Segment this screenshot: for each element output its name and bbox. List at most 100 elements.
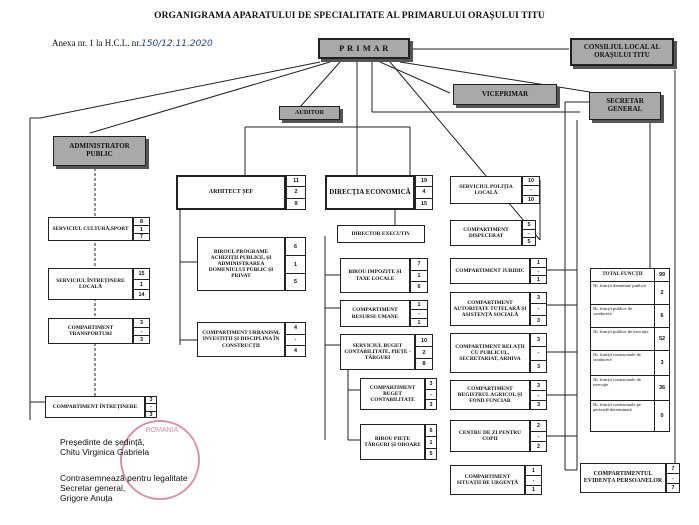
- unit-box: COMPARTIMENT JURIDIC: [450, 258, 530, 284]
- unit-counts: 2 - 2: [530, 420, 547, 452]
- unit-box: BIROU IMPOZITE ȘI TAXE LOCALE: [340, 258, 410, 293]
- count-conducere: -: [526, 476, 541, 486]
- count-total: 2: [531, 421, 546, 432]
- count-conducere: -: [426, 390, 436, 400]
- count-total: 6: [426, 425, 436, 437]
- unit-counts: 7 1 6: [410, 258, 428, 293]
- count-total: 3: [426, 379, 436, 390]
- unit-box: SERVICIUL ÎNTREȚINERE LOCALĂ: [48, 268, 133, 300]
- count-conducere: -: [531, 391, 546, 401]
- totals-row-label: Nr. funcții demnitate publică: [591, 281, 655, 304]
- totals-header-row: TOTAL FUNCȚII 99: [591, 269, 669, 282]
- signature-block-presedinte: Președinte de ședință, Chitu Virginica G…: [60, 437, 149, 457]
- count-executie: 4: [294, 348, 297, 354]
- count-total: 3: [134, 319, 149, 328]
- unit-counts: 6 1 5: [285, 237, 306, 291]
- count-conducere: -: [411, 310, 427, 319]
- count-executie: 8: [422, 361, 426, 367]
- count-conducere: 2: [416, 347, 432, 359]
- unit-box: SERVICIUL CULTURĂ,SPORT: [48, 217, 133, 241]
- count-total: 4: [286, 323, 305, 335]
- count-total: 7: [411, 259, 427, 271]
- unit-counts: 4 - 4: [285, 322, 306, 357]
- unit-box: COMPARTIMENT DISPECERAT: [450, 220, 522, 246]
- totals-row: Nr. funcții contractuale pe perioadă det…: [591, 400, 669, 431]
- directia-economica-box: DIRECȚIA ECONOMICĂ: [325, 175, 415, 210]
- totals-row-value: 3: [660, 359, 664, 366]
- count-conducere: 2: [287, 187, 305, 199]
- totals-header-value: 99: [658, 271, 666, 278]
- count-total: 1: [531, 259, 546, 268]
- unit-counts: 1 - 1: [530, 258, 547, 284]
- count-executie: 2: [537, 444, 540, 450]
- unit-counts: 3 - 3: [425, 378, 437, 410]
- anexa-handwritten-number: 150/12.11.2020: [141, 39, 213, 49]
- count-total: 3: [146, 397, 156, 405]
- signature-block-secretar: Contrasemnează pentru legalitate Secreta…: [60, 473, 188, 504]
- totals-row: Nr. funcții demnitate publică 2: [591, 281, 669, 305]
- unit-box: BIROU PIEȚE TÂRGURI ȘI OBOARE: [360, 424, 425, 460]
- directia-economica-counts: 19 4 15: [415, 175, 433, 210]
- secretar-role: Secretar general,: [60, 483, 126, 494]
- unit-box: COMPARTIMENT ÎNTREȚINERE: [45, 396, 145, 418]
- viceprimar-box: VICEPRIMAR: [453, 84, 557, 105]
- count-conducere: -: [146, 404, 156, 412]
- count-conducere: 4: [416, 187, 432, 199]
- count-total: 8: [134, 218, 149, 226]
- count-total: 19: [416, 176, 432, 188]
- totals-row-label: Nr. funcții contractuale pe perioadă det…: [591, 400, 655, 431]
- page-title: ORGANIGRAMA APARATULUI DE SPECIALITATE A…: [154, 11, 545, 21]
- count-executie: 6: [417, 284, 421, 290]
- totals-row: Nr. funcții contractuale de execuție 36: [591, 375, 669, 401]
- presedinte-name: Chitu Virginica Gabriela: [60, 447, 150, 458]
- count-conducere: -: [667, 474, 679, 484]
- count-executie: 10: [528, 196, 534, 203]
- unit-counts: 15 1 14: [133, 268, 150, 300]
- primar-box: P R I M A R: [318, 38, 410, 59]
- count-conducere: 1: [134, 280, 149, 290]
- count-total: 15: [134, 269, 149, 280]
- administrator-public-box: ADMINISTRATOR PUBLIC: [53, 136, 146, 166]
- official-stamp: [120, 420, 200, 500]
- presedinte-role: Președinte de ședință,: [60, 437, 145, 447]
- count-total: 10: [523, 177, 539, 187]
- anexa-prefix: Anexa nr. 1 la H.C.L. nr.: [52, 38, 141, 48]
- totals-row-label: Nr. funcții contractuale de conducere: [591, 350, 655, 375]
- count-executie: 3: [537, 402, 540, 408]
- count-total: 3: [531, 381, 546, 391]
- unit-box: COMPARTIMENT RESURSE UMANE: [340, 300, 410, 327]
- contrasemneaza-text: Contrasemnează pentru legalitate: [60, 473, 188, 483]
- count-executie: 15: [421, 200, 427, 207]
- count-total: 3: [531, 334, 546, 348]
- count-executie: 3: [537, 317, 540, 324]
- unit-box: COMPARTIMENT URBANISM, INVESTIȚII ȘI DIS…: [197, 322, 285, 357]
- count-total: 1: [411, 301, 427, 310]
- totals-row-value: 36: [658, 384, 666, 391]
- unit-box: BIROUL PROGRAME ACHIZIȚII PUBLICE, ȘI AD…: [197, 237, 285, 291]
- count-executie: 1: [532, 487, 535, 493]
- totals-row: Nr. funcții publice de execuție 52: [591, 327, 669, 351]
- unit-counts: 10 2 8: [415, 334, 433, 370]
- count-conducere: 1: [134, 226, 149, 234]
- count-executie: 3: [140, 337, 143, 343]
- unit-box: COMPARTIMENT SITUAȚII DE URGENȚĂ: [450, 465, 525, 495]
- totals-row-value: 2: [660, 289, 664, 296]
- arhitect-sef-box: ARHITECT ȘEF: [176, 175, 286, 210]
- unit-box: SERVICIUL BUGET CONTABILITATE, PIEȚE -TÂ…: [340, 334, 415, 370]
- count-conducere: -: [523, 230, 535, 238]
- count-total: 1: [526, 466, 541, 476]
- unit-box: COMPARTIMENT REGISTRUL AGRICOL ȘI FOND F…: [450, 380, 530, 410]
- unit-counts: 3 - 3: [530, 380, 547, 410]
- count-executie: 3: [537, 363, 540, 370]
- unit-counts: 5 - 5: [522, 220, 536, 246]
- unit-counts: 6 1 5: [425, 424, 437, 460]
- evidenta-persoanelor-box: COMPARTIMENTUL EVIDENȚA PERSOANELOR: [580, 463, 666, 493]
- anexa-reference: Anexa nr. 1 la H.C.L. nr.150/12.11.2020: [52, 38, 213, 49]
- count-executie: 3: [429, 402, 433, 408]
- count-total: 11: [287, 176, 305, 188]
- totals-header-label: TOTAL FUNCȚII: [591, 269, 655, 281]
- count-total: 3: [531, 293, 546, 305]
- unit-box: COMPARTIMENT TRANSPORTURI: [48, 318, 133, 344]
- unit-counts: 1 - 1: [410, 300, 428, 327]
- count-executie: 14: [138, 292, 145, 298]
